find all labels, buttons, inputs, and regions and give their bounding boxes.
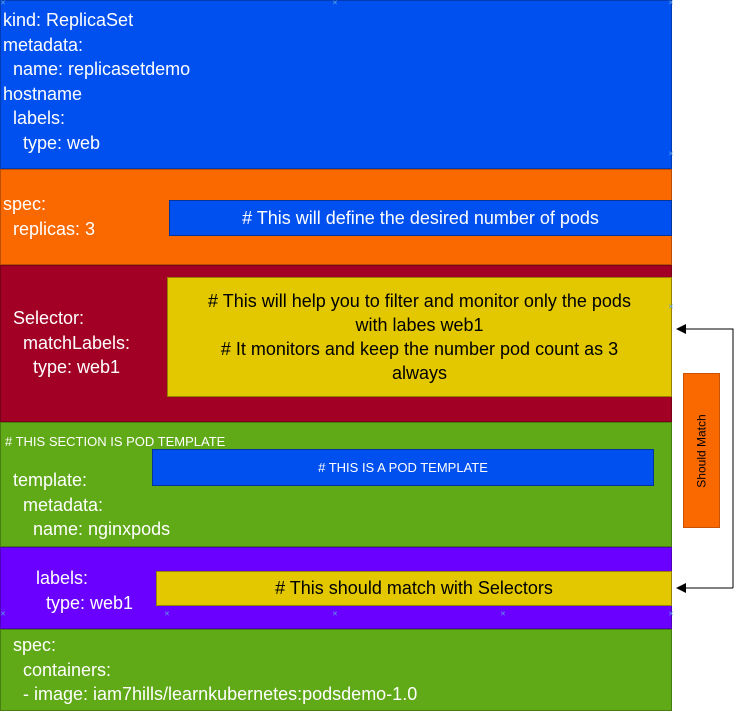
connection-marker-icon: ✕ <box>668 0 674 7</box>
connection-marker-icon: ✕ <box>668 304 674 311</box>
spec-replicas-yaml: spec: replicas: 3 <box>3 194 96 239</box>
replicas-comment-text: # This will define the desired number of… <box>242 207 599 228</box>
container-spec-yaml: spec: containers: - image: iam7hills/lea… <box>13 635 418 704</box>
replicas-comment-note: # This will define the desired number of… <box>169 200 672 236</box>
connection-marker-icon: ✕ <box>668 151 674 158</box>
connection-marker-icon: ✕ <box>668 611 674 618</box>
container-spec-block: spec: containers: - image: iam7hills/lea… <box>0 629 672 711</box>
pod-labels-yaml: labels: type: web1 <box>36 568 134 613</box>
connection-marker-icon: ✕ <box>332 0 338 7</box>
pod-template-comment-text: # THIS IS A POD TEMPLATE <box>318 460 488 475</box>
selector-comment-text: # This will help you to filter and monit… <box>208 291 631 383</box>
connection-marker-icon: ✕ <box>164 611 170 618</box>
connection-marker-icon: ✕ <box>0 611 6 618</box>
replicaset-metadata-yaml: kind: ReplicaSet metadata: name: replica… <box>3 10 191 153</box>
labels-comment-text: # This should match with Selectors <box>275 578 553 598</box>
connector-line <box>676 324 734 588</box>
pod-labels-block: labels: type: web1 <box>0 547 672 629</box>
pod-template-section-header: # THIS SECTION IS POD TEMPLATE <box>5 434 226 449</box>
selector-yaml: Selector: matchLabels: type: web1 <box>13 308 131 377</box>
should-match-badge: Should Match <box>683 373 720 528</box>
connection-marker-icon: ✕ <box>332 611 338 618</box>
pod-template-yaml: template: metadata: name: nginxpods <box>13 470 171 539</box>
selector-comment-note: # This will help you to filter and monit… <box>167 277 672 397</box>
replicaset-metadata-block: kind: ReplicaSet metadata: name: replica… <box>0 0 672 169</box>
should-match-label: Should Match <box>694 413 709 488</box>
pod-template-comment-note: # THIS IS A POD TEMPLATE <box>152 449 654 486</box>
connection-marker-icon: ✕ <box>0 0 6 7</box>
labels-comment-note: # This should match with Selectors <box>156 571 672 606</box>
connection-marker-icon: ✕ <box>500 611 506 618</box>
